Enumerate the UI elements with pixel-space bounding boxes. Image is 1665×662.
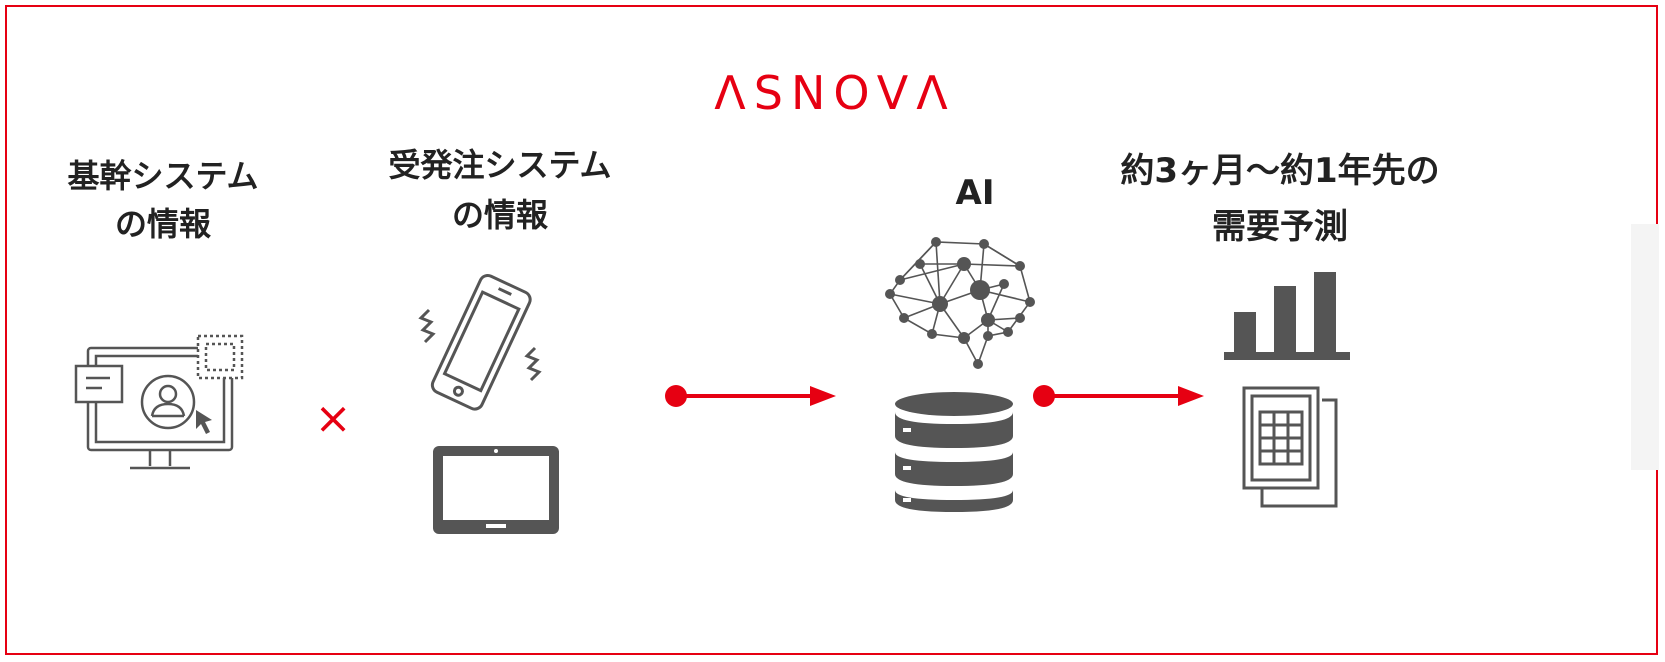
monitor-user-icon [74,334,244,470]
brain-network-icon [885,237,1035,369]
core-system-label: 基幹システム の情報 [38,152,288,248]
tablet-icon [433,446,559,534]
spreadsheet-icon [1242,386,1338,508]
database-icon [895,392,1013,512]
ai-label: AI [955,173,995,213]
order-system-label-line2: の情報 [451,196,548,234]
forecast-label: 約3ヶ月〜約1年先の 需要予測 [1085,143,1475,255]
asnova-logo: ΛSNOVΛ [714,66,956,120]
smartphone-icon [418,273,542,411]
side-tab [1631,224,1659,470]
arrow-to-forecast [1033,385,1204,407]
core-system-label-line1: 基幹システム [67,157,259,195]
core-system-label-line2: の情報 [114,205,211,243]
combine-symbol: × [314,393,352,444]
order-system-label-line1: 受発注システム [388,146,612,184]
forecast-label-line1: 約3ヶ月〜約1年先の [1120,151,1440,191]
forecast-label-line2: 需要予測 [1212,207,1348,247]
order-system-label: 受発注システム の情報 [365,140,635,240]
arrow-to-ai [665,385,836,407]
bar-chart-icon [1224,272,1350,360]
